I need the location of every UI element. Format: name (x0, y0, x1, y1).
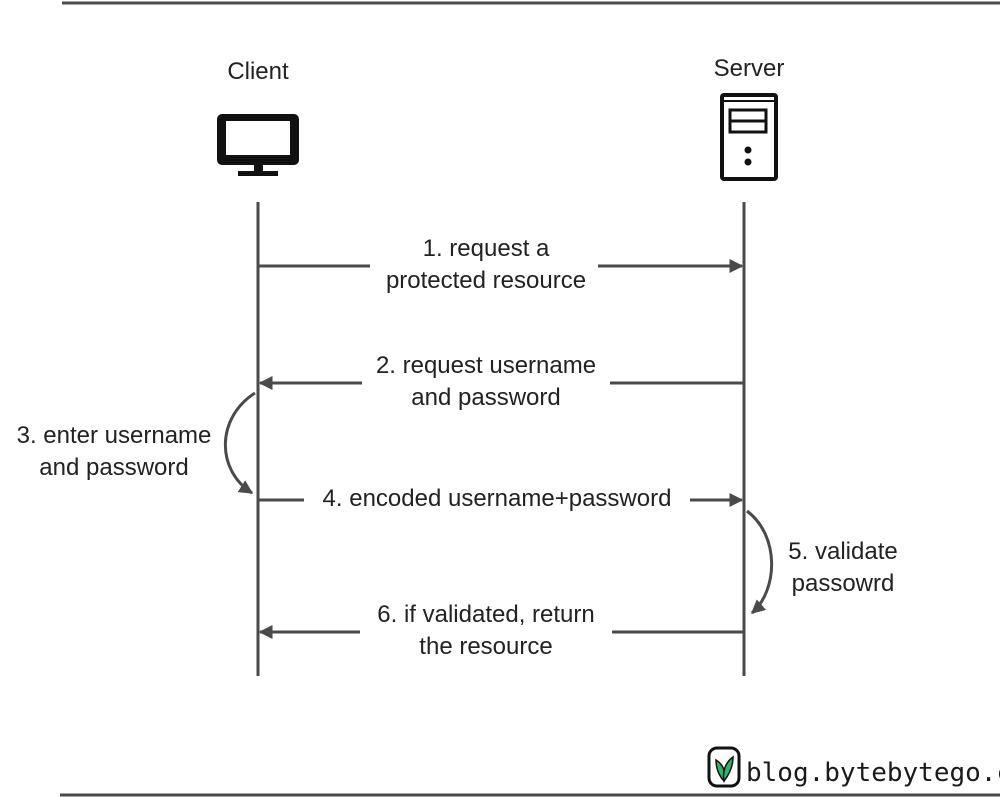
message-6-label-line-1: 6. if validated, return (377, 601, 594, 628)
self-step-3: 3. enter username and password (17, 391, 256, 495)
self-step-5-curve (746, 509, 774, 615)
footer-url[interactable]: blog.bytebytego.com (746, 758, 1000, 788)
self-step-5: 5. validate passowrd (746, 509, 898, 615)
self-step-3-label-line-2: and password (39, 454, 188, 481)
message-6: 6. if validated, return the resource (258, 601, 744, 660)
message-1: 1. request a protected resource (258, 235, 744, 294)
message-6-label-line-2: the resource (419, 633, 552, 660)
message-1-label-line-2: protected resource (386, 267, 586, 294)
self-step-5-label-line-1: 5. validate (788, 538, 897, 565)
client-label: Client (227, 58, 289, 85)
message-2-label-line-1: 2. request username (376, 352, 596, 379)
self-step-3-label-line-1: 3. enter username (17, 422, 212, 449)
server-tower-icon (720, 93, 778, 181)
message-4: 4. encoded username+password (258, 485, 744, 512)
self-step-3-curve (223, 391, 256, 495)
message-2: 2. request username and password (258, 352, 744, 411)
message-4-label: 4. encoded username+password (323, 485, 672, 512)
message-1-label-line-1: 1. request a (423, 235, 550, 262)
self-step-5-label-line-2: passowrd (792, 570, 895, 597)
message-2-label-line-2: and password (411, 384, 560, 411)
monitor-icon (217, 114, 299, 176)
server-label: Server (714, 55, 785, 82)
bytebytego-logo-icon (707, 746, 741, 788)
